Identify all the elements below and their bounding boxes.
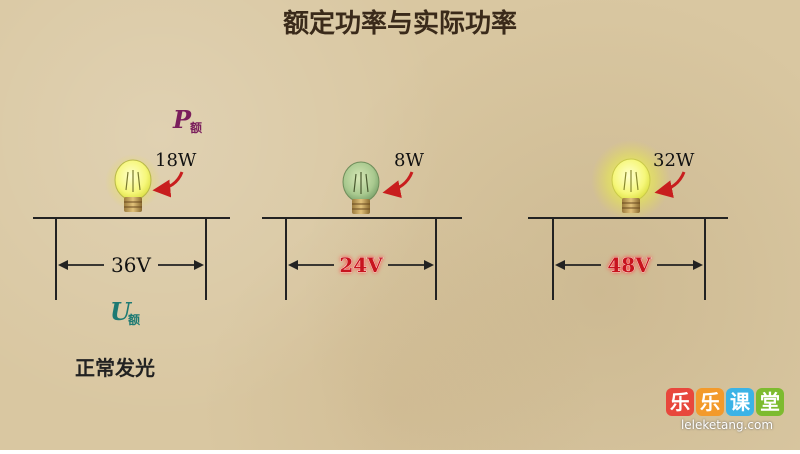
page-title: 额定功率与实际功率 — [283, 8, 517, 39]
caption-normal-glow: 正常发光 — [75, 356, 155, 380]
rated-voltage-label: U 额 — [110, 297, 140, 327]
arrow-3 — [654, 171, 686, 198]
logo-url: leleketang.com — [680, 418, 774, 432]
circuit-1: 18W 36V — [33, 150, 230, 300]
bulb-2-icon — [342, 161, 380, 214]
u-subscript: 额 — [128, 312, 140, 327]
logo-char-2: 乐 — [696, 388, 724, 416]
dim-arrow-left-1 — [58, 260, 68, 270]
p-symbol: P — [172, 105, 192, 134]
u-symbol: U — [110, 297, 133, 326]
voltage-label-3: 48V — [607, 253, 651, 277]
brand-logo: 乐 乐 课 堂 leleketang.com — [666, 388, 788, 436]
dim-arrow-right-3 — [693, 260, 703, 270]
bulb-1-icon — [114, 159, 152, 212]
circuit-3: 32W 48V — [528, 140, 728, 300]
circuit-2: 8W 24V — [262, 150, 462, 300]
logo-char-3: 课 — [726, 388, 754, 416]
dim-arrow-left-2 — [288, 260, 298, 270]
voltage-label-2: 24V — [339, 253, 383, 277]
power-label-3: 32W — [653, 150, 695, 171]
logo-char-4: 堂 — [756, 388, 784, 416]
voltage-label-1: 36V — [111, 253, 151, 277]
logo-char-1: 乐 — [666, 388, 694, 416]
arrow-2 — [382, 171, 414, 198]
logo-chars: 乐 乐 课 堂 — [666, 388, 788, 418]
dim-arrow-right-2 — [424, 260, 434, 270]
arrow-1 — [152, 171, 184, 198]
dim-arrow-left-3 — [555, 260, 565, 270]
power-label-2: 8W — [394, 150, 424, 171]
p-subscript: 额 — [190, 120, 202, 135]
bulb-3-icon — [611, 158, 651, 213]
dim-arrow-right-1 — [194, 260, 204, 270]
power-label-1: 18W — [155, 150, 197, 171]
rated-power-label: P 额 — [172, 105, 202, 135]
